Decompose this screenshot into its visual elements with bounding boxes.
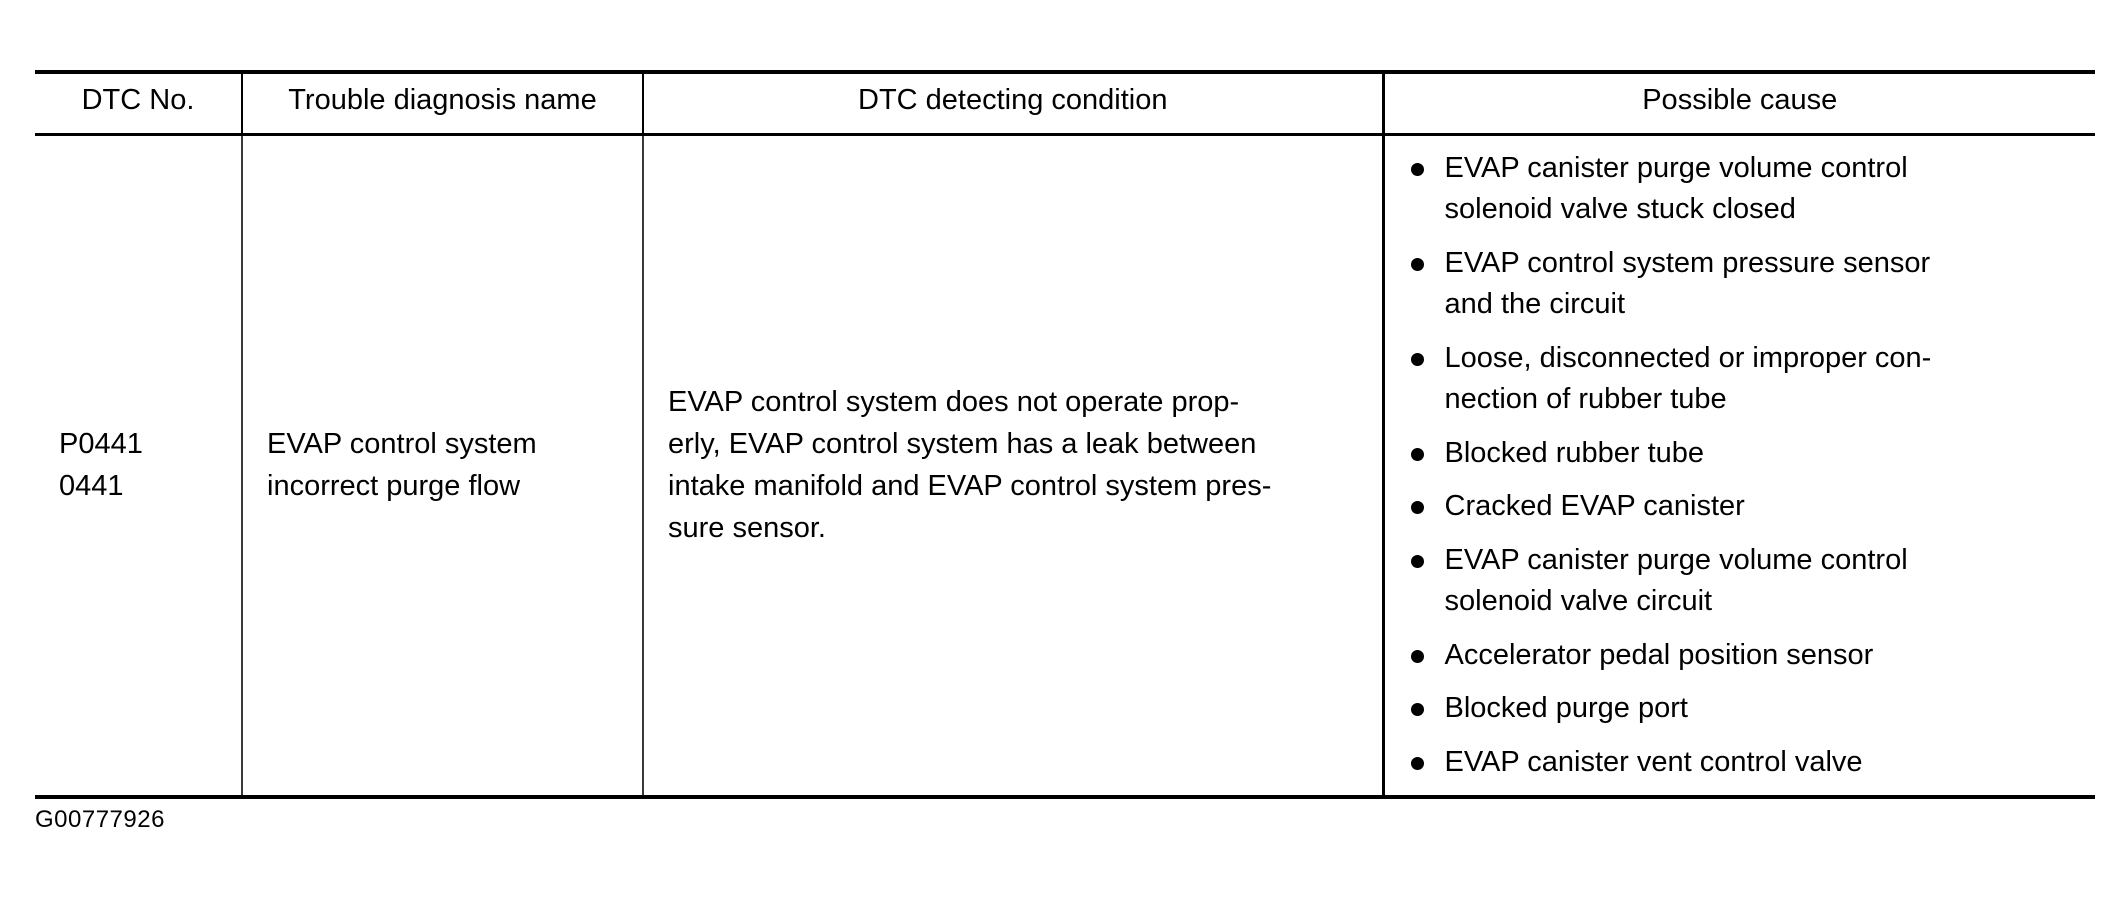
- cause-line: EVAP canister purge volume control: [1444, 543, 1908, 576]
- bullet-icon: [1410, 352, 1424, 366]
- table-header-row: DTC No. Trouble diagnosis name DTC detec…: [35, 72, 2095, 136]
- bullet-icon: [1410, 257, 1424, 271]
- cause-line: EVAP control system pressure sensor: [1444, 246, 1931, 279]
- dtc-no-text: P0441 0441: [35, 409, 241, 521]
- cause-line: EVAP canister purge volume control: [1444, 151, 1908, 184]
- list-item: Blocked purge port: [1409, 688, 2086, 729]
- detecting-condition-line-2: erly, EVAP control system has a leak bet…: [668, 428, 1257, 461]
- dtc-code-primary: P0441: [59, 428, 143, 461]
- bullet-icon: [1410, 501, 1424, 515]
- cell-possible-cause: EVAP canister purge volume control solen…: [1383, 134, 2095, 797]
- list-item: EVAP canister vent control valve: [1409, 742, 2086, 783]
- diagnosis-name-line-2: incorrect purge flow: [267, 470, 521, 503]
- possible-cause-list: EVAP canister purge volume control solen…: [1385, 136, 2096, 795]
- column-header-diagnosis-name: Trouble diagnosis name: [242, 72, 644, 136]
- column-header-detecting-condition: DTC detecting condition: [643, 72, 1385, 136]
- cell-diagnosis-name: EVAP control system incorrect purge flow: [242, 134, 644, 797]
- list-item: Loose, disconnected or improper con- nec…: [1409, 338, 2086, 421]
- list-item: EVAP control system pressure sensor and …: [1409, 243, 2086, 326]
- detecting-condition-line-3: intake manifold and EVAP control system …: [668, 470, 1272, 503]
- cause-line: solenoid valve circuit: [1444, 585, 1713, 618]
- bullet-icon: [1410, 756, 1424, 770]
- detecting-condition-line-4: sure sensor.: [668, 512, 826, 545]
- column-header-dtc-no: DTC No.: [35, 72, 243, 136]
- cause-line: EVAP canister vent control valve: [1444, 745, 1863, 778]
- cause-line: Accelerator pedal position sensor: [1444, 638, 1874, 671]
- bullet-icon: [1410, 447, 1424, 461]
- cause-line: and the circuit: [1444, 288, 1626, 321]
- cell-detecting-condition: EVAP control system does not operate pro…: [643, 134, 1385, 797]
- table-body: P0441 0441 EVAP control system incorrect…: [35, 134, 2095, 797]
- cause-line: Blocked purge port: [1444, 692, 1688, 725]
- cause-line: Loose, disconnected or improper con-: [1444, 341, 1932, 374]
- cause-line: solenoid valve stuck closed: [1444, 193, 1796, 226]
- dtc-code-secondary: 0441: [59, 470, 124, 503]
- figure-id-label: G00777926: [35, 806, 165, 833]
- bullet-icon: [1410, 554, 1424, 568]
- list-item: Cracked EVAP canister: [1409, 486, 2086, 527]
- cause-line: nection of rubber tube: [1444, 383, 1727, 416]
- list-item: Accelerator pedal position sensor: [1409, 635, 2086, 676]
- column-header-possible-cause: Possible cause: [1383, 72, 2095, 136]
- detecting-condition-text: EVAP control system does not operate pro…: [644, 367, 1382, 563]
- table-row: P0441 0441 EVAP control system incorrect…: [35, 134, 2095, 797]
- table-header: DTC No. Trouble diagnosis name DTC detec…: [35, 72, 2095, 136]
- dtc-diagnosis-table: DTC No. Trouble diagnosis name DTC detec…: [35, 70, 2095, 799]
- list-item: EVAP canister purge volume control solen…: [1409, 540, 2086, 623]
- detecting-condition-line-1: EVAP control system does not operate pro…: [668, 386, 1240, 419]
- cause-line: Cracked EVAP canister: [1444, 490, 1745, 523]
- cell-dtc-no: P0441 0441: [35, 134, 243, 797]
- diagnosis-name-text: EVAP control system incorrect purge flow: [243, 409, 642, 521]
- list-item: EVAP canister purge volume control solen…: [1409, 148, 2086, 231]
- cause-line: Blocked rubber tube: [1444, 436, 1705, 469]
- list-item: Blocked rubber tube: [1409, 433, 2086, 474]
- bullet-icon: [1410, 703, 1424, 717]
- bullet-icon: [1410, 649, 1424, 663]
- bullet-icon: [1410, 162, 1424, 176]
- diagnosis-name-line-1: EVAP control system: [267, 428, 537, 461]
